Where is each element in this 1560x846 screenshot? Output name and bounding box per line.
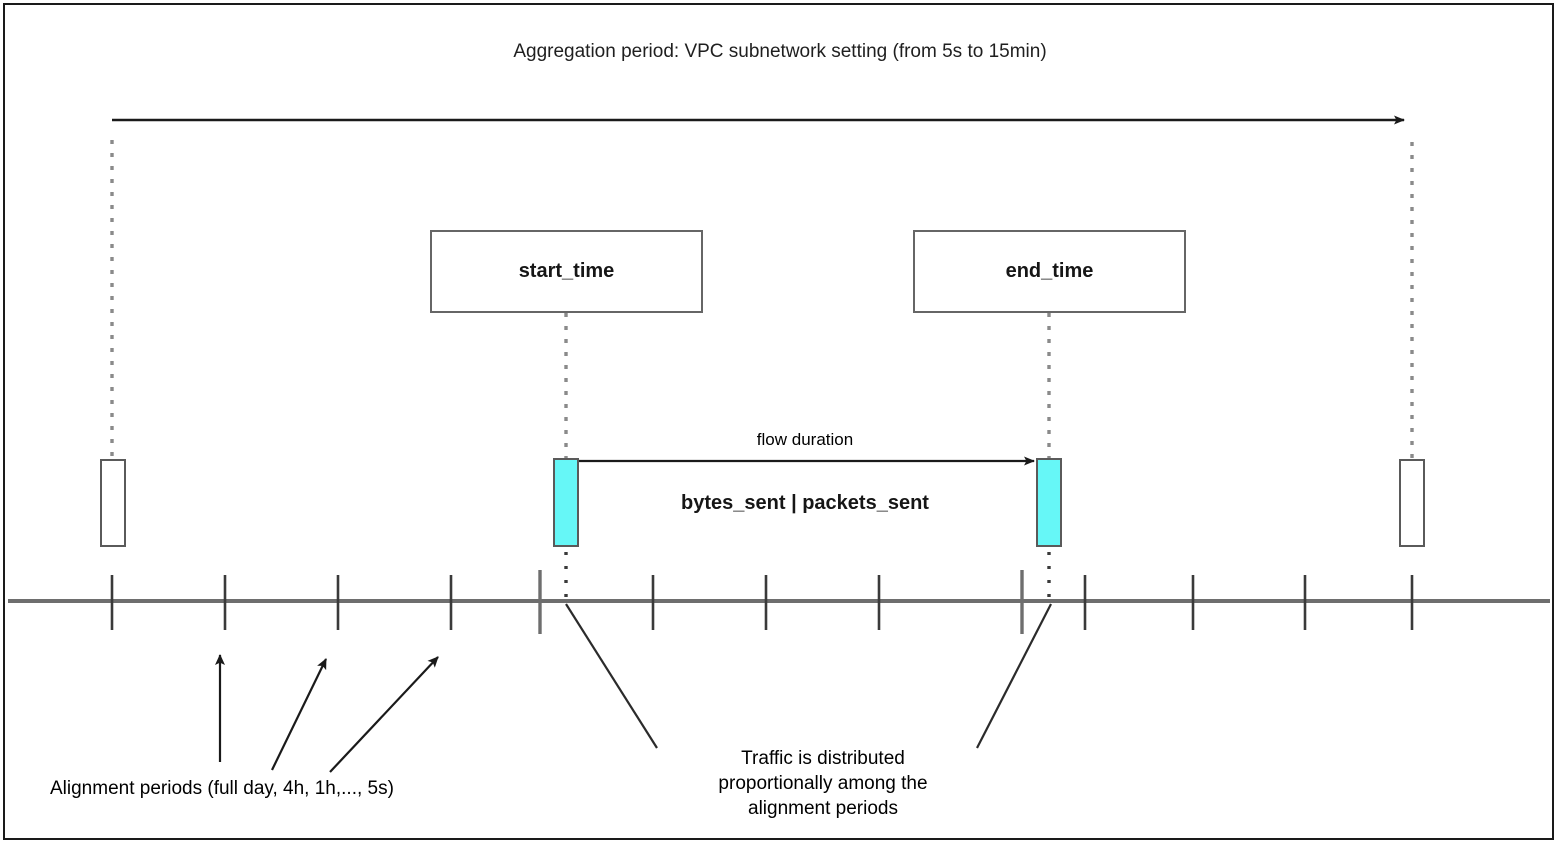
traffic-caption-line-1: Traffic is distributed [741, 748, 905, 769]
diagram-border [3, 3, 1554, 840]
end-time-label: end_time [1005, 260, 1094, 282]
aggregation-start-marker-bar [100, 459, 126, 547]
start-time-box: start_time [430, 230, 703, 313]
aggregation-end-marker-bar [1399, 459, 1425, 547]
diagram-title: Aggregation period: VPC subnetwork setti… [513, 41, 1047, 62]
traffic-caption-line-2: proportionally among the [718, 773, 928, 794]
flow-metrics-label: bytes_sent | packets_sent [681, 492, 929, 514]
end-time-box: end_time [913, 230, 1186, 313]
start-time-label: start_time [518, 260, 615, 282]
flow-duration-label: flow duration [756, 430, 854, 449]
start-time-flow-bar [553, 458, 579, 547]
alignment-periods-caption: Alignment periods (full day, 4h, 1h,...,… [50, 778, 394, 799]
end-time-flow-bar [1036, 458, 1062, 547]
traffic-caption-line-3: alignment periods [748, 798, 898, 819]
